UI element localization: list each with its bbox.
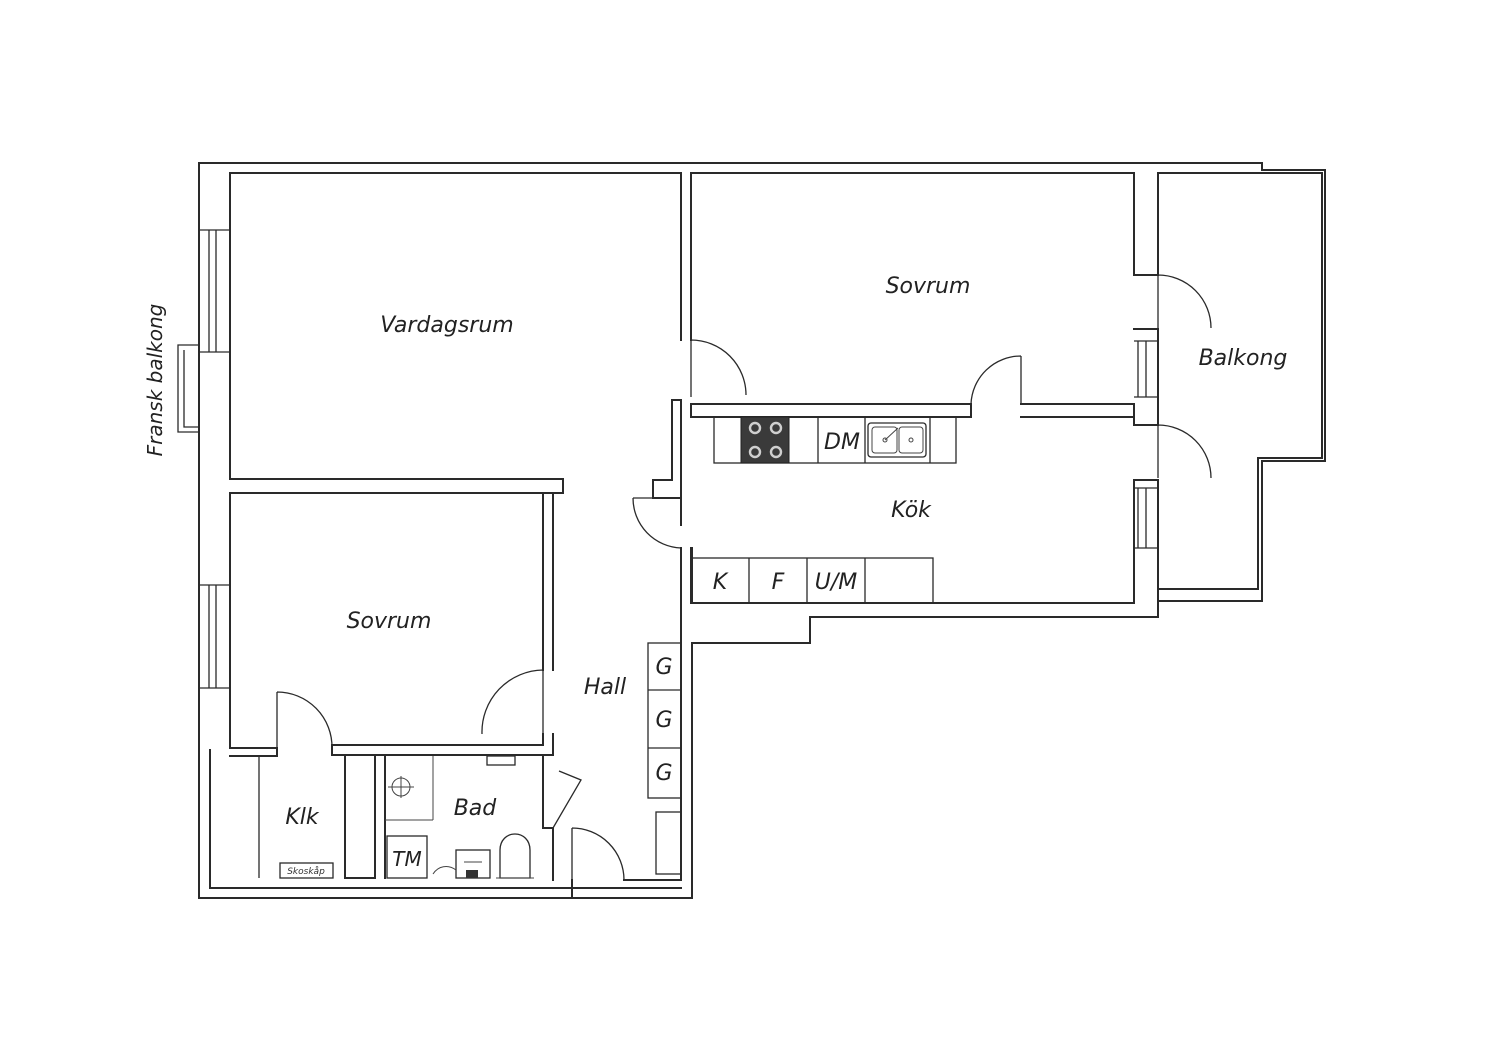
hall-wardrobes (647, 642, 682, 875)
kitchen-counter-top (713, 416, 957, 464)
label-f: F (772, 570, 785, 595)
label-tm: TM (392, 847, 421, 871)
shower-icon (385, 756, 434, 821)
label-hall: Hall (584, 675, 626, 700)
bathroom-fixtures (385, 755, 534, 879)
label-g3: G (655, 761, 672, 786)
toilet-icon (496, 833, 534, 879)
stove-icon (740, 416, 790, 464)
label-vardagsrum: Vardagsrum (380, 313, 513, 338)
klk-fixtures (258, 756, 334, 879)
label-g2: G (655, 708, 672, 733)
windows (177, 229, 1158, 689)
exterior-walls (198, 162, 1326, 899)
label-g1: G (655, 655, 672, 680)
label-klk: Klk (285, 805, 320, 830)
label-balkong: Balkong (1199, 346, 1288, 371)
label-sovrum-left: Sovrum (347, 609, 432, 634)
labels: Vardagsrum Sovrum Balkong Kök Sovrum Hal… (143, 274, 1287, 877)
sink-icon (867, 422, 927, 458)
label-um: U/M (815, 570, 858, 595)
washbasin-icon (432, 849, 491, 879)
label-sovrum-top: Sovrum (886, 274, 971, 299)
label-fransk-balkong: Fransk balkong (143, 304, 167, 457)
label-kok: Kök (891, 498, 932, 523)
label-bad: Bad (454, 796, 498, 821)
kitchen-counter-bottom (691, 557, 934, 604)
label-dm: DM (824, 430, 860, 455)
label-k: K (713, 570, 729, 595)
interior-walls (229, 172, 1159, 899)
doors (276, 274, 1212, 881)
label-skoskap: Skoskåp (287, 866, 325, 877)
